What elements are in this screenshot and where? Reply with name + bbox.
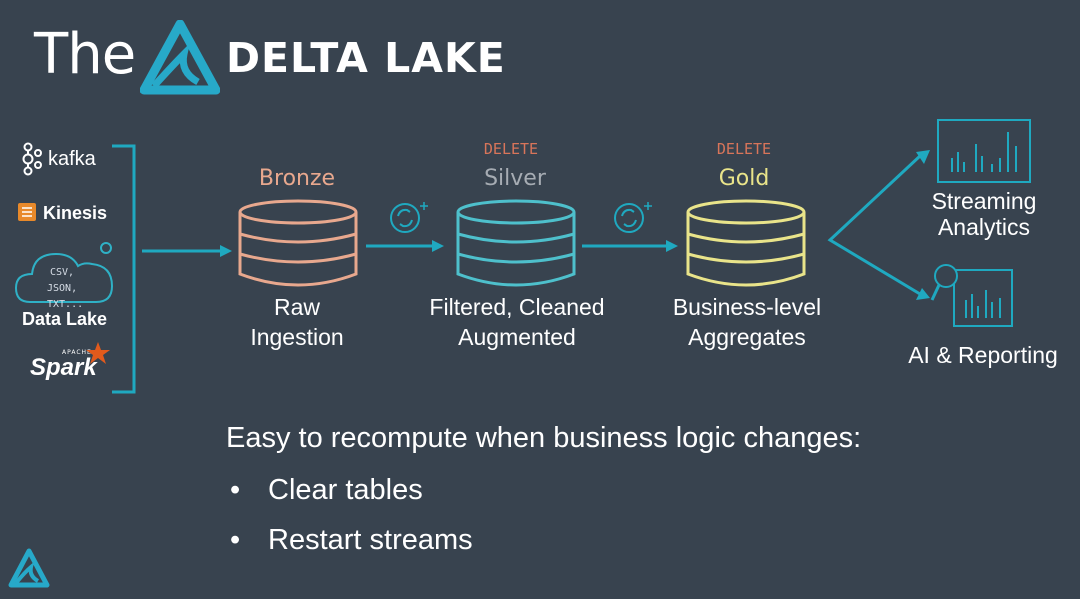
- recompute-icon: [390, 202, 428, 233]
- bullet-text-1: Clear tables: [268, 474, 423, 506]
- streaming-chart-icon: [937, 119, 1031, 183]
- gold-caption-line2: Aggregates: [688, 324, 806, 350]
- cloud-format-1: CSV,: [50, 267, 75, 278]
- streaming-label-line2: Analytics: [937, 214, 1031, 240]
- kafka-icon: [22, 142, 42, 176]
- bullet-dot: •: [230, 524, 241, 556]
- cloud-icon: [14, 242, 114, 303]
- gold-caption-line1: Business-level: [672, 294, 822, 320]
- cloud-format-3: TXT...: [47, 299, 84, 310]
- kinesis-icon: [18, 203, 36, 221]
- gold-table-icon: [686, 199, 806, 287]
- spark-small-label: APACHE: [62, 349, 92, 356]
- footer-bullet-1: • Clear tables: [230, 474, 423, 507]
- streaming-label-line1: Streaming: [931, 188, 1037, 214]
- bronze-caption-line1: Raw: [273, 294, 320, 320]
- delta-lake-small-logo-icon: [8, 548, 50, 588]
- gold-delete-tag: DELETE: [716, 140, 772, 158]
- stage-label-silver: Silver: [484, 166, 546, 191]
- silver-caption-line1: Filtered, Cleaned: [429, 294, 605, 320]
- silver-table-icon: [456, 199, 576, 287]
- sources-bracket: [112, 144, 136, 394]
- spark-star-icon: [86, 342, 110, 364]
- data-lake-label: Data Lake: [22, 309, 108, 329]
- bronze-table-icon: [238, 199, 358, 287]
- delta-lake-logo-icon: [140, 20, 220, 95]
- silver-delete-tag: DELETE: [483, 140, 539, 158]
- silver-caption-line2: Augmented: [458, 324, 576, 350]
- footer-bullet-2: • Restart streams: [230, 524, 473, 557]
- bronze-caption-line2: Ingestion: [250, 324, 344, 350]
- stage-label-bronze: Bronze: [258, 166, 336, 191]
- kafka-label: kafka: [48, 148, 96, 170]
- title-brand: DELTA LAKE: [226, 34, 506, 82]
- title-prefix: The: [34, 22, 136, 87]
- bullet-dot: •: [230, 474, 241, 506]
- footer-heading: Easy to recompute when business logic ch…: [226, 422, 862, 454]
- arrow-gold-to-outputs: [827, 154, 922, 296]
- recompute-icon: [614, 202, 652, 233]
- stage-label-gold: Gold: [718, 166, 770, 191]
- spark-label: Spark: [30, 354, 97, 381]
- reporting-label: AI & Reporting: [908, 342, 1058, 368]
- cloud-format-2: JSON,: [47, 283, 78, 294]
- bullet-text-2: Restart streams: [268, 524, 473, 556]
- reporting-search-chart-icon: [930, 264, 1013, 327]
- kinesis-label: Kinesis: [43, 203, 108, 223]
